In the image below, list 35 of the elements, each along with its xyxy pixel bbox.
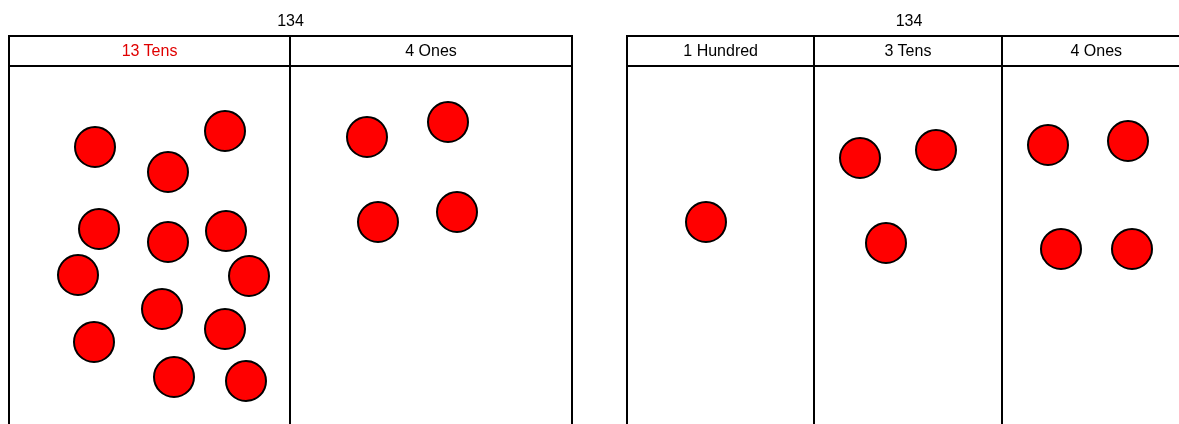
- counter-circle: [147, 151, 189, 193]
- counter-circle: [1110, 228, 1153, 270]
- counter-circle: [427, 101, 469, 143]
- column-header: 1 Hundred: [628, 37, 814, 67]
- counter-circle: [57, 254, 99, 296]
- counter-circle: [685, 201, 727, 243]
- counter-circle: [436, 191, 478, 233]
- counter-circle: [225, 360, 267, 402]
- column-header: 13 Tens: [10, 37, 289, 67]
- counter-circle: [147, 221, 189, 263]
- counter-circle: [228, 255, 270, 297]
- counter-circle: [78, 208, 120, 250]
- place-value-column: [815, 37, 1003, 424]
- counter-circle: [1039, 228, 1082, 270]
- counter-circle: [205, 210, 247, 252]
- counter-circle: [141, 288, 183, 330]
- counter-circle: [839, 137, 882, 179]
- column-header: 4 Ones: [1002, 37, 1179, 67]
- counter-circle: [1026, 124, 1069, 166]
- counter-circle: [357, 201, 399, 243]
- column-header: 3 Tens: [815, 37, 1001, 67]
- chart-title: 134: [276, 11, 305, 31]
- counter-circle: [915, 129, 958, 171]
- counter-circle: [73, 321, 115, 363]
- counter-circle: [865, 222, 908, 264]
- counter-circle: [74, 126, 116, 168]
- column-header: 4 Ones: [291, 37, 571, 67]
- place-value-column: [10, 37, 291, 424]
- counter-circle: [204, 308, 246, 350]
- counter-circle: [1106, 120, 1149, 162]
- place-value-column: [628, 37, 816, 424]
- counter-circle: [346, 116, 388, 158]
- chart-title: 134: [894, 11, 924, 31]
- counter-circle: [204, 110, 246, 152]
- counter-circle: [153, 356, 195, 398]
